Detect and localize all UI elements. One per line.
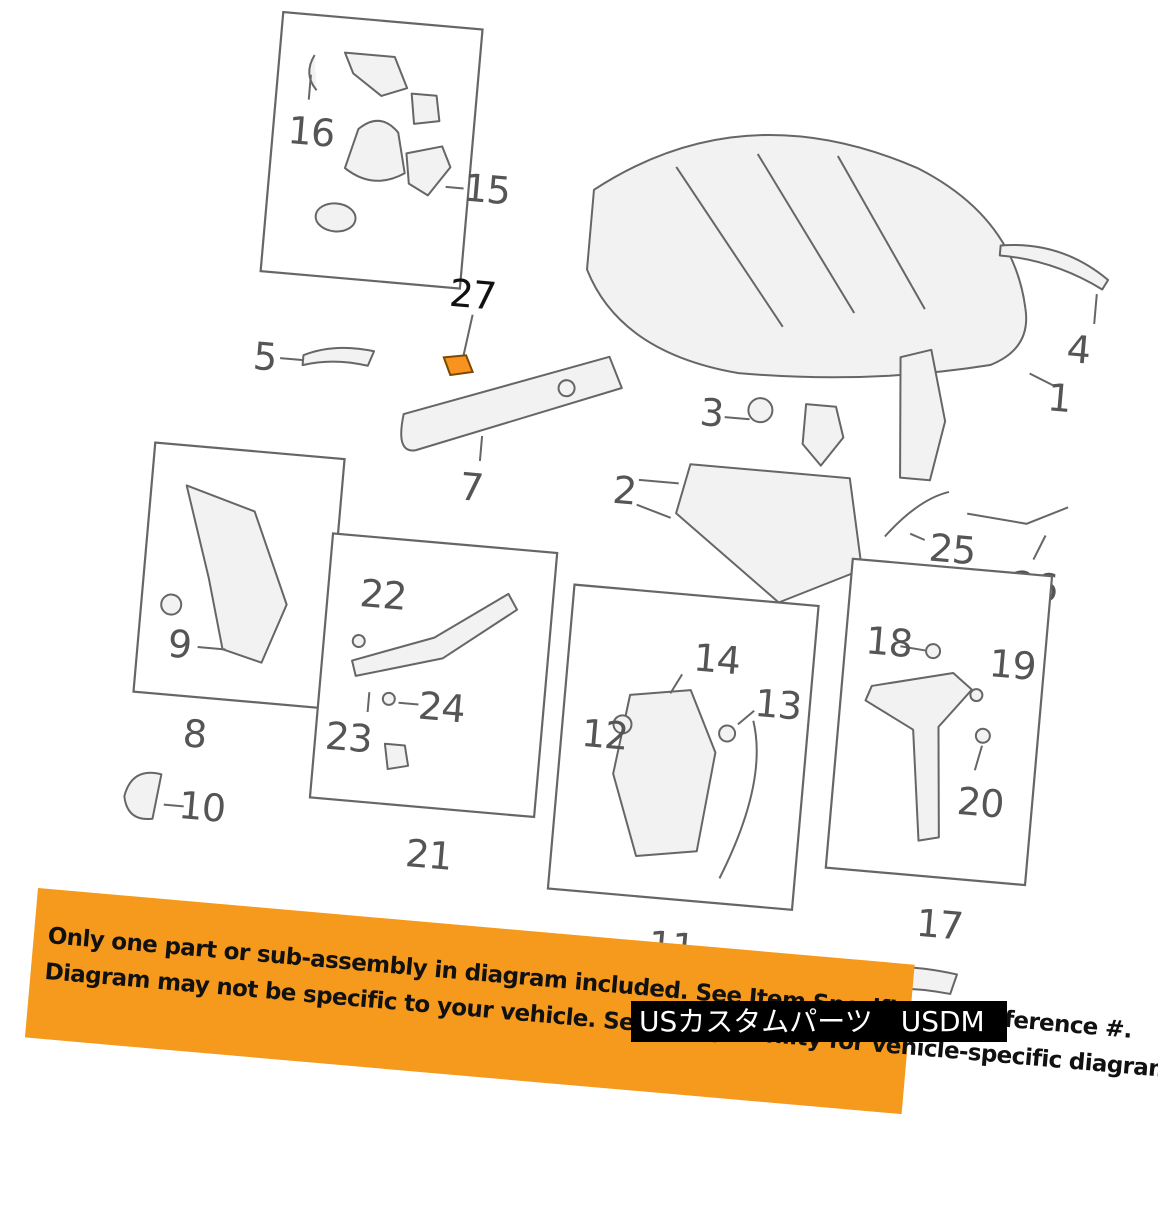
part-3-group: 3 xyxy=(698,390,845,467)
leader-10 xyxy=(163,803,184,808)
part-10-cap xyxy=(123,771,163,820)
callout-5: 5 xyxy=(251,334,278,380)
part-16-hose xyxy=(308,54,318,91)
callout-12: 12 xyxy=(580,711,630,759)
leader-5 xyxy=(280,357,303,362)
part-1-pillar xyxy=(899,348,947,482)
callout-22: 22 xyxy=(358,571,408,619)
part-15-cap xyxy=(314,202,357,233)
part-26-cable xyxy=(967,506,1069,525)
part-3-bracket xyxy=(801,403,845,467)
box-21 xyxy=(308,532,559,819)
part-8-bolt xyxy=(160,593,183,616)
part-1-group: 1 xyxy=(586,134,1073,482)
part-9-hinge xyxy=(185,484,288,664)
part-11-rod xyxy=(718,720,758,879)
leader-24 xyxy=(398,701,419,706)
callout-24: 24 xyxy=(416,684,466,732)
leader-27 xyxy=(461,314,474,360)
part-7-hole xyxy=(557,379,576,398)
part-25-cable xyxy=(884,490,950,538)
callout-3: 3 xyxy=(698,390,725,436)
part-15-clip xyxy=(410,92,441,125)
callout-20: 20 xyxy=(955,779,1005,827)
callout-21: 21 xyxy=(404,831,454,879)
part-5-group: 5 xyxy=(251,334,376,380)
callout-4: 4 xyxy=(1065,327,1092,373)
leader-1 xyxy=(1029,372,1055,387)
part-7-rail xyxy=(400,355,623,452)
part-1-seam-b xyxy=(756,153,856,314)
box-8-group: 9 8 xyxy=(132,441,346,757)
callout-23: 23 xyxy=(323,714,373,762)
leader-3 xyxy=(724,416,750,421)
part-1-top-cover xyxy=(586,134,1028,379)
part-3-bolt xyxy=(747,397,774,424)
callout-17: 17 xyxy=(914,901,964,949)
callout-16: 16 xyxy=(286,108,336,156)
part-13-nut xyxy=(718,724,737,743)
part-22-washer xyxy=(351,634,366,649)
callout-14: 14 xyxy=(692,635,742,683)
callout-7: 7 xyxy=(458,464,485,510)
part-27-group: 27 xyxy=(442,271,498,377)
callout-15: 15 xyxy=(462,166,512,214)
callout-19: 19 xyxy=(987,641,1037,689)
part-17-arm xyxy=(864,671,973,842)
callout-1: 1 xyxy=(1046,375,1073,421)
leader-15 xyxy=(445,185,464,190)
callout-9: 9 xyxy=(166,621,193,667)
part-20-bolt xyxy=(974,727,991,744)
part-21-link xyxy=(351,592,519,677)
part-1-seam-c xyxy=(836,155,926,310)
callout-2: 2 xyxy=(611,468,638,514)
part-5-trim xyxy=(301,346,376,367)
leader-9 xyxy=(197,646,226,651)
leader-2 xyxy=(636,478,679,519)
leader-16 xyxy=(307,74,312,100)
part-24-nut xyxy=(381,691,396,706)
part-10-group: 10 xyxy=(123,771,227,831)
box-21-group: 22 24 23 21 xyxy=(308,532,559,879)
leader-25 xyxy=(909,532,926,541)
part-2-panel xyxy=(675,463,863,604)
box-11-group: 14 13 12 11 xyxy=(546,583,820,970)
leader-26 xyxy=(1032,535,1047,560)
leader-18 xyxy=(900,645,926,652)
part-4-weatherstrip xyxy=(998,243,1110,291)
leader-7 xyxy=(478,435,484,462)
part-11-latch-plate xyxy=(612,689,717,858)
callout-27: 27 xyxy=(448,271,498,319)
part-2-group: 2 xyxy=(611,463,863,604)
callout-8: 8 xyxy=(181,711,208,757)
part-15-latch xyxy=(343,119,406,182)
part-1-seam-a xyxy=(675,166,784,328)
leader-13 xyxy=(737,710,755,726)
part-15-hook xyxy=(405,145,452,197)
part-7-group: 7 xyxy=(400,355,623,510)
box-17-group: 18 19 20 17 xyxy=(824,557,1054,949)
part-23-clip xyxy=(383,742,410,771)
leader-4 xyxy=(1093,293,1098,325)
leader-20 xyxy=(973,745,983,771)
part-4-group: 4 xyxy=(998,243,1110,373)
part-18-nut xyxy=(925,643,942,660)
brand-label: USカスタムパーツ USDM xyxy=(631,1001,1007,1042)
callout-18: 18 xyxy=(864,618,914,666)
part-12-bolt xyxy=(612,714,633,735)
callout-13: 13 xyxy=(753,681,803,729)
part-27-highlighted[interactable] xyxy=(442,353,475,377)
part-15-bracket xyxy=(343,51,409,97)
box-15-group: 16 15 xyxy=(259,10,512,290)
leader-23 xyxy=(366,692,371,713)
leader-14 xyxy=(669,673,683,694)
part-19-washer xyxy=(969,688,984,703)
callout-10: 10 xyxy=(177,783,227,831)
